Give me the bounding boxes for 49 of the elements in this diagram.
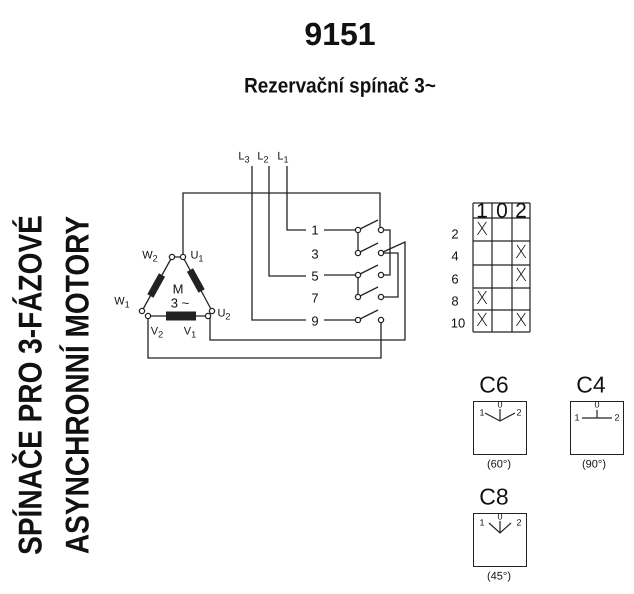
row-number: 4: [451, 250, 459, 262]
row-number: 8: [451, 294, 459, 308]
diagram-heading: C6: [479, 374, 509, 396]
table-header: 2: [515, 200, 527, 222]
position-number: 1: [574, 414, 580, 422]
terminal-label: V$_{2}$: [150, 326, 164, 340]
diagram-heading: C8: [479, 486, 509, 508]
position-number: 2: [614, 414, 620, 422]
vertical-heading: ASYNCHRONNÍ MOTORY: [60, 216, 94, 554]
cross-mark: X: [476, 290, 488, 308]
title: 9151: [304, 18, 376, 50]
contact-number: 9: [311, 314, 319, 328]
motor-label: 3 ~: [170, 296, 190, 310]
position-number: 2: [516, 518, 522, 528]
row-number: 2: [451, 228, 459, 240]
phase-label: L$_{1}$: [277, 151, 289, 165]
terminal-label: W$_{1}$: [114, 296, 130, 310]
cross-mark: X: [476, 312, 488, 330]
contact-number: 7: [311, 292, 319, 304]
contact-number: 1: [311, 224, 319, 236]
cross-mark: X: [514, 267, 528, 285]
terminal-label: V$_{1}$: [184, 326, 196, 340]
position-number: 0: [498, 400, 502, 410]
angle-caption: (60°): [487, 460, 511, 470]
phase-label: L$_{2}$: [257, 151, 269, 165]
terminal-label: W$_{2}$: [142, 250, 158, 264]
table-header: 0: [496, 200, 508, 222]
diagram-heading: C4: [576, 374, 606, 396]
position-number: 1: [480, 408, 484, 418]
row-number: 10: [450, 316, 466, 330]
table-header: 1: [476, 200, 488, 222]
terminal-label: U$_{1}$: [190, 250, 204, 264]
contact-number: 3: [311, 248, 319, 260]
position-number: 0: [594, 400, 600, 410]
motor-label: M: [172, 282, 184, 296]
phase-label: L$_{3}$: [238, 151, 250, 165]
contact-number: 5: [311, 270, 319, 282]
cross-mark: X: [476, 221, 488, 239]
cross-mark: X: [514, 312, 528, 330]
position-number: 0: [498, 512, 502, 522]
cross-mark: X: [514, 244, 528, 262]
angle-caption: (45°): [487, 572, 511, 582]
position-number: 2: [516, 408, 522, 418]
terminal-label: U$_{2}$: [217, 308, 231, 322]
position-number: 1: [480, 518, 484, 528]
vertical-heading: SPÍNAČE PRO 3-FÁZOVÉ: [14, 215, 46, 555]
angle-caption: (90°): [582, 460, 606, 470]
row-number: 6: [451, 272, 459, 286]
subtitle: Rezervační spínač 3~: [244, 76, 436, 96]
